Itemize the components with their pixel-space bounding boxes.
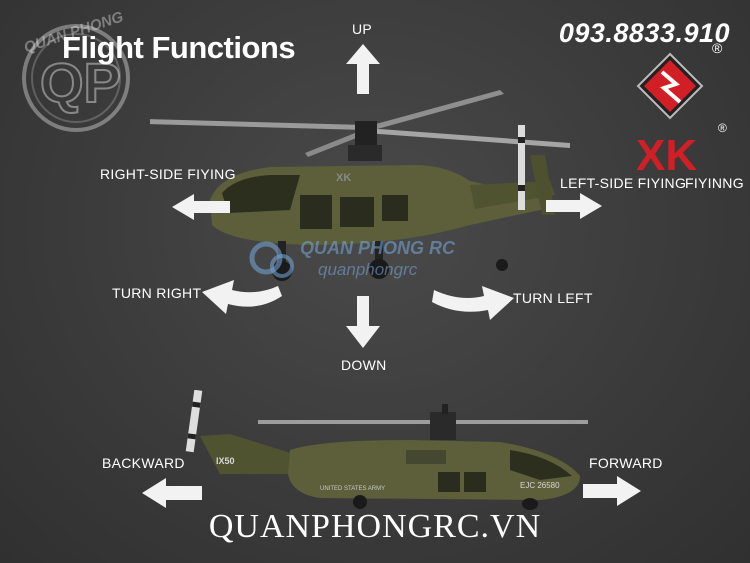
watermark-line-1: QUAN PHONG RC	[300, 238, 456, 258]
watermark-gear-icon	[249, 241, 294, 278]
svg-text:XK: XK	[636, 131, 697, 180]
arrow-left-icon	[172, 194, 230, 220]
xk-brand-logo: XK	[636, 52, 704, 180]
arrow-down-icon	[346, 296, 380, 348]
registered-mark: ®	[712, 40, 723, 56]
arrow-right-icon	[546, 193, 602, 219]
helicopter-side-view: IX50 UNITED STATES ARMY EJC 26580	[185, 390, 588, 510]
phone-number: 093.8833.910	[558, 18, 730, 48]
curved-arrow-turn-left-icon	[432, 286, 514, 320]
arrow-up-icon	[346, 44, 380, 94]
label-forward: FORWARD	[589, 455, 663, 471]
heli-side-text: UNITED STATES ARMY	[320, 486, 385, 492]
watermark-line-2: quanphongrc	[318, 260, 418, 279]
label-partial-flying: FIYINNG	[685, 175, 744, 191]
label-down: DOWN	[341, 357, 387, 373]
heli-tail-code: IX50	[216, 456, 235, 466]
curved-arrow-turn-right-icon	[202, 280, 282, 314]
page-title: Flight Functions	[62, 30, 296, 65]
arrow-backward-icon	[142, 478, 202, 508]
helicopter-front-view: XK	[150, 90, 570, 281]
label-up: UP	[352, 21, 373, 37]
label-right-side-flying: RIGHT-SIDE FIYING	[100, 166, 236, 182]
label-turn-right: TURN RIGHT	[112, 285, 202, 301]
registered-mark-2: ®	[718, 121, 727, 135]
label-left-side-flying: LEFT-SIDE FIYING	[560, 175, 687, 191]
quanphong-logo-watermark: QP	[22, 24, 130, 132]
heli-serial: EJC 26580	[520, 481, 560, 490]
svg-text:QP: QP	[40, 51, 121, 114]
label-turn-left: TURN LEFT	[513, 290, 593, 306]
heli-nose-code: XK	[336, 172, 351, 184]
website-footer: QUANPHONGRC.VN	[208, 508, 542, 545]
label-backward: BACKWARD	[102, 455, 185, 471]
arrow-forward-icon	[583, 476, 641, 506]
